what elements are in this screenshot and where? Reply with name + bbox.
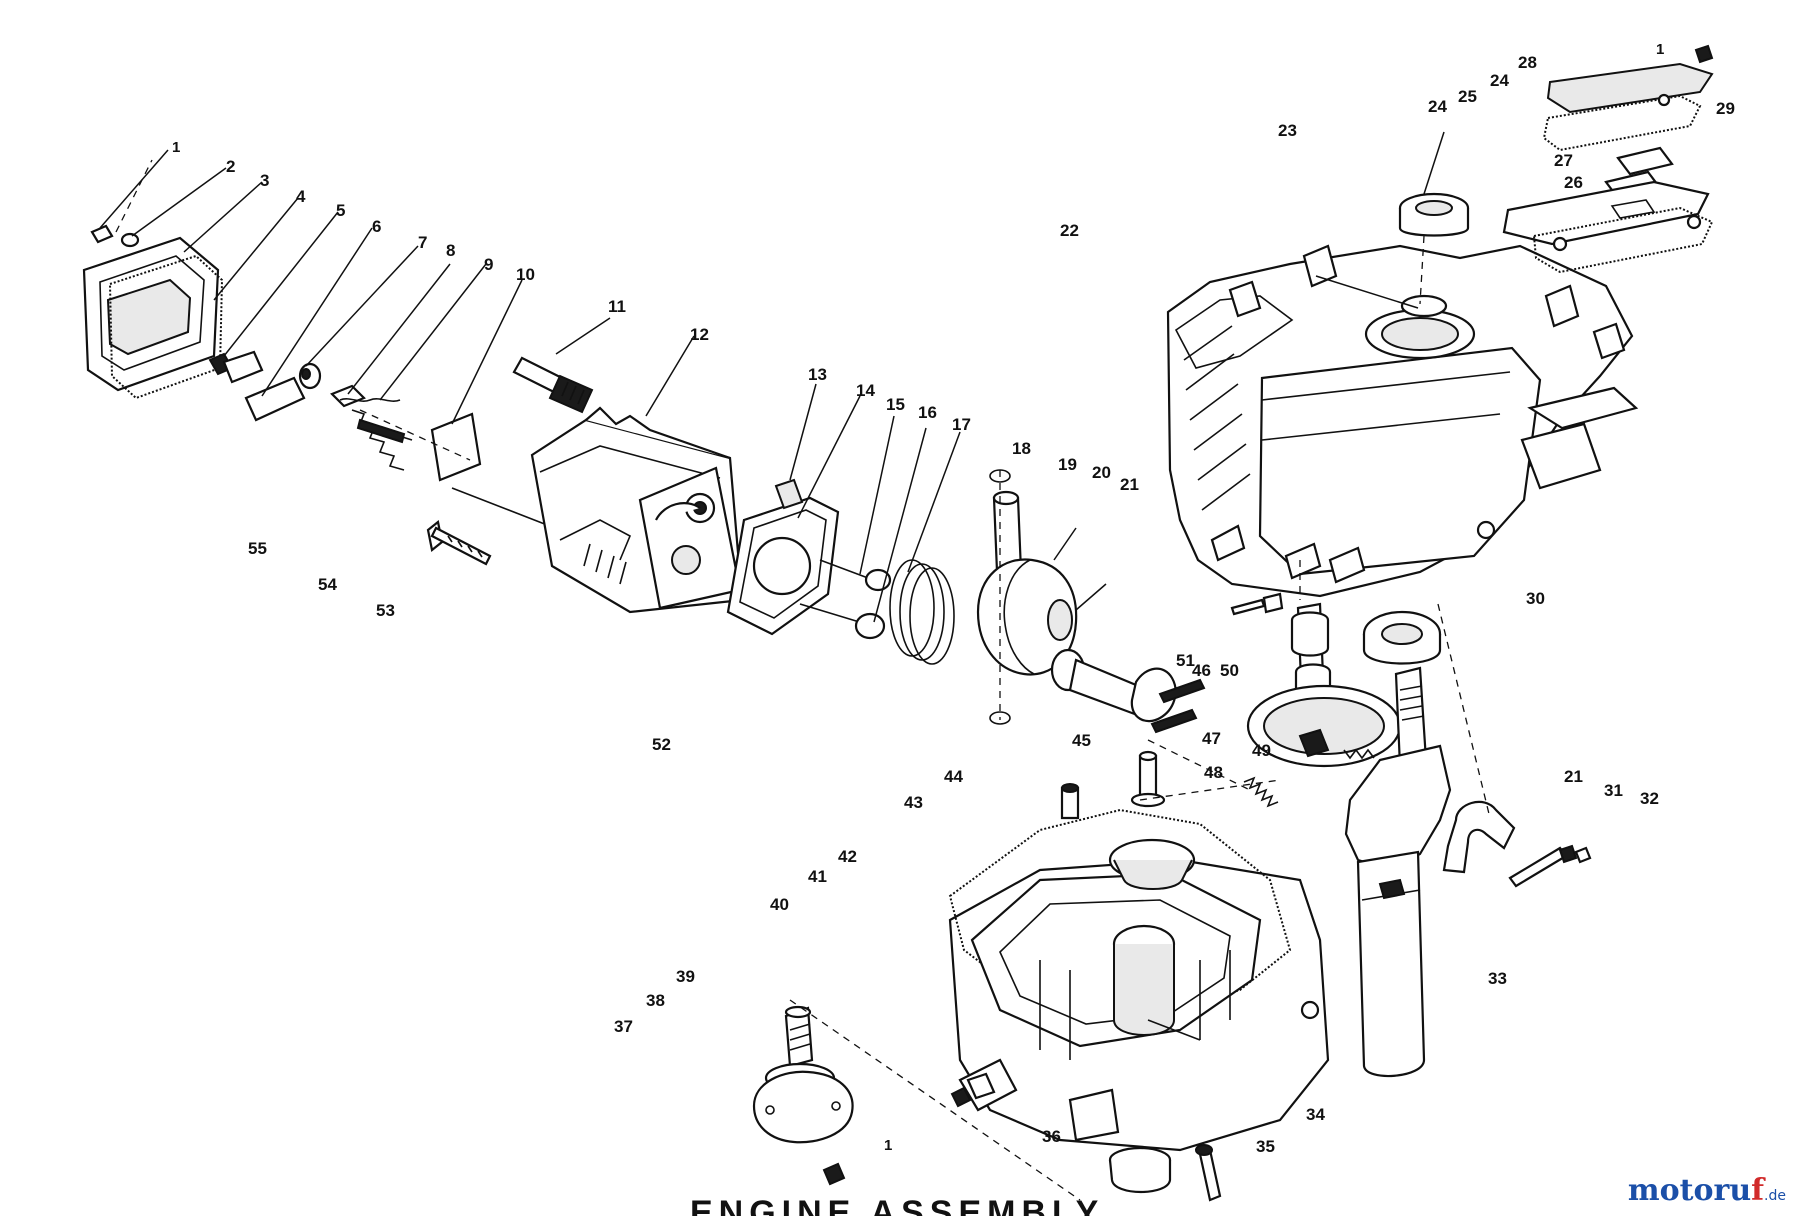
head-gasket — [726, 496, 840, 636]
callout-48: 48 — [1204, 763, 1223, 782]
callout-25: 25 — [1458, 87, 1477, 106]
callout-16: 16 — [918, 403, 937, 422]
watermark-suffix: .de — [1764, 1188, 1786, 1204]
callout-labels: 1 2 3 4 5 6 7 8 9 10 11 12 13 14 15 16 1… — [172, 41, 1735, 1156]
breather-group — [1502, 44, 1714, 274]
callout-55: 55 — [248, 539, 267, 558]
callout-12: 12 — [690, 325, 709, 344]
callout-39: 39 — [676, 967, 695, 986]
callout-3: 3 — [260, 171, 269, 190]
callout-46: 46 — [1192, 661, 1211, 680]
callout-47: 47 — [1202, 729, 1221, 748]
watermark-accent: f — [1751, 1173, 1765, 1208]
callout-7: 7 — [418, 233, 427, 252]
callout-28: 28 — [1518, 53, 1537, 72]
callout-18: 18 — [1012, 439, 1031, 458]
callout-1c: 1 — [884, 1137, 892, 1154]
leader-lines — [99, 131, 1445, 1041]
valve-piston-group — [774, 469, 1206, 734]
callout-1a: 1 — [172, 139, 180, 156]
callout-21b: 21 — [1564, 767, 1583, 786]
diagram-title: ENGINE ASSEMBLY — [690, 1200, 1130, 1216]
callout-19: 19 — [1058, 455, 1077, 474]
callout-30: 30 — [1526, 589, 1545, 608]
callout-50: 50 — [1220, 661, 1239, 680]
cylinder-head — [512, 356, 744, 614]
callout-15: 15 — [886, 395, 905, 414]
callout-33: 33 — [1488, 969, 1507, 988]
callout-17: 17 — [952, 415, 971, 434]
callout-54: 54 — [318, 575, 337, 594]
callout-1b: 1 — [1656, 41, 1664, 58]
callout-49: 49 — [1252, 741, 1271, 760]
callout-4: 4 — [296, 187, 306, 206]
callout-43: 43 — [904, 793, 923, 812]
watermark-main: motoru — [1627, 1173, 1752, 1208]
assembly-centerlines — [115, 159, 1491, 1201]
callout-35: 35 — [1256, 1137, 1275, 1156]
callout-8: 8 — [446, 241, 455, 260]
callout-23: 23 — [1278, 121, 1297, 140]
crankcase-block — [1166, 192, 1639, 598]
callout-2: 2 — [226, 157, 235, 176]
camshaft-crankshaft-group — [1230, 592, 1592, 1078]
callout-44: 44 — [944, 767, 963, 786]
callout-10: 10 — [516, 265, 535, 284]
rocker-cover-group — [82, 224, 561, 566]
watermark-logo: motoruf.de — [1628, 1173, 1786, 1208]
callout-53: 53 — [376, 601, 395, 620]
callout-11: 11 — [608, 297, 626, 316]
callout-51: 51 — [1176, 651, 1195, 670]
callout-42: 42 — [838, 847, 857, 866]
callout-14: 14 — [856, 381, 875, 400]
oil-pickup-group — [752, 1005, 854, 1186]
callout-24b: 24 — [1428, 97, 1447, 116]
callout-37: 37 — [614, 1017, 633, 1036]
callout-9: 9 — [484, 255, 493, 274]
callout-52: 52 — [652, 735, 671, 754]
callout-40: 40 — [770, 895, 789, 914]
callout-6: 6 — [372, 217, 381, 236]
callout-32: 32 — [1640, 789, 1659, 808]
callout-5: 5 — [336, 201, 345, 220]
callout-41: 41 — [808, 867, 827, 886]
callout-21a: 21 — [1120, 475, 1139, 494]
callout-38: 38 — [646, 991, 665, 1010]
diagram-title-bar: ENGINE ASSEMBLY — [690, 1200, 1130, 1216]
callout-45: 45 — [1072, 731, 1091, 750]
callout-36: 36 — [1042, 1127, 1061, 1146]
callout-22: 22 — [1060, 221, 1079, 240]
callout-20: 20 — [1092, 463, 1111, 482]
callout-31: 31 — [1604, 781, 1623, 800]
callout-13: 13 — [808, 365, 827, 384]
callout-26: 26 — [1564, 173, 1583, 192]
callout-34: 34 — [1306, 1105, 1325, 1124]
callout-27: 27 — [1554, 151, 1573, 170]
callout-24a: 24 — [1490, 71, 1509, 90]
callout-29: 29 — [1716, 99, 1735, 118]
crankcase-cover — [948, 750, 1330, 1202]
